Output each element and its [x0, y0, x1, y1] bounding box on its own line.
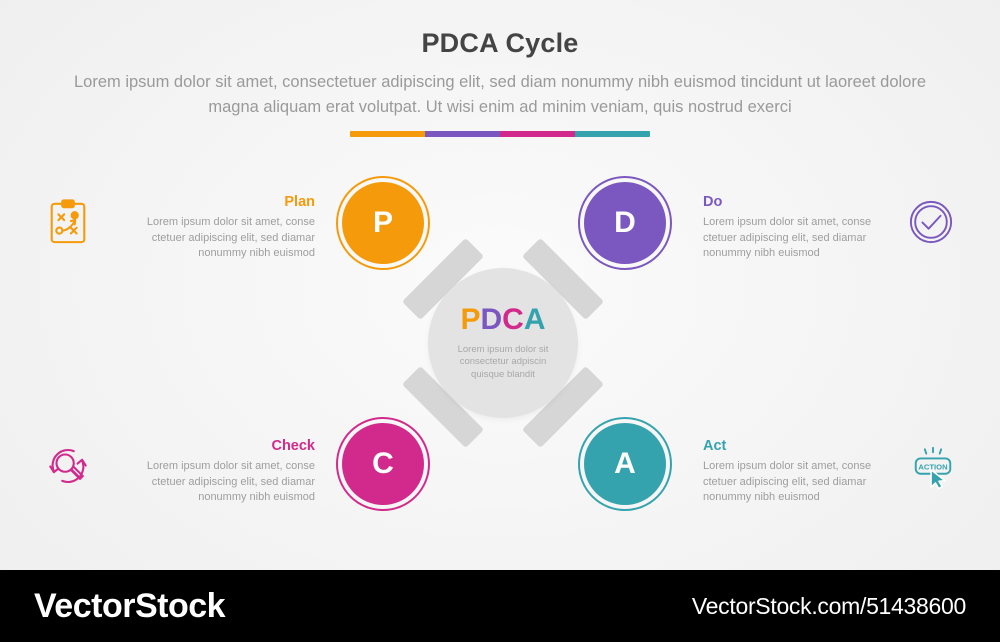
- text-block-act: Act Lorem ipsum dolor sit amet, conse ct…: [703, 438, 903, 506]
- node-plan-disc: [342, 182, 424, 264]
- divider-segment-2: [425, 131, 500, 137]
- node-act-disc: [584, 423, 666, 505]
- text-block-do: Do Lorem ipsum dolor sit amet, conse cte…: [703, 194, 903, 262]
- node-check-ring: [336, 417, 430, 511]
- node-check-disc: [342, 423, 424, 505]
- center-letter-d: D: [480, 302, 503, 336]
- color-divider-bar: [350, 131, 650, 137]
- node-plan-ring: [336, 176, 430, 270]
- heading-act: Act: [703, 438, 727, 454]
- center-letter-p: P: [460, 302, 481, 336]
- heading-check: Check: [271, 438, 315, 454]
- center-acronym: PDCA: [460, 302, 546, 336]
- center-circle: PDCA Lorem ipsum dolor sit consectetur a…: [428, 268, 578, 418]
- page-title: PDCA Cycle: [421, 28, 579, 58]
- divider-segment-3: [500, 131, 575, 137]
- text-block-plan: Plan Lorem ipsum dolor sit amet, conse c…: [115, 194, 315, 262]
- magnifier-refresh-icon: [45, 443, 91, 489]
- body-act: Lorem ipsum dolor sit amet, conse ctetue…: [703, 460, 872, 503]
- vectorstock-url: VectorStock.com/51438600: [691, 592, 966, 619]
- body-do: Lorem ipsum dolor sit amet, conse ctetue…: [703, 216, 872, 259]
- body-plan: Lorem ipsum dolor sit amet, conse ctetue…: [146, 216, 315, 259]
- node-act-letter: A: [614, 447, 636, 480]
- page-subtitle: Lorem ipsum dolor sit amet, consectetuer…: [73, 73, 927, 116]
- action-button-label: ACTION: [918, 462, 948, 471]
- divider-segment-4: [575, 131, 650, 137]
- node-check-letter: C: [372, 447, 394, 480]
- center-letter-c: C: [502, 302, 524, 336]
- heading-do: Do: [703, 194, 723, 210]
- center-letter-a: A: [523, 302, 546, 336]
- action-button-cursor-icon: ACTION: [910, 445, 956, 491]
- check-circle-icon: [908, 199, 954, 245]
- node-do-letter: D: [614, 206, 636, 239]
- node-act[interactable]: A: [578, 417, 672, 511]
- node-check[interactable]: C: [336, 417, 430, 511]
- center-description: Lorem ipsum dolor sit consectetur adpisc…: [457, 343, 549, 380]
- clipboard-strategy-icon: [45, 199, 91, 245]
- divider-segment-1: [350, 131, 425, 137]
- node-act-ring: [578, 417, 672, 511]
- text-block-check: Check Lorem ipsum dolor sit amet, conse …: [115, 438, 315, 506]
- watermark-footer: VectorStock VectorStock.com/51438600: [0, 570, 1000, 642]
- vectorstock-brand: VectorStock: [34, 586, 226, 625]
- node-do-disc: [584, 182, 666, 264]
- body-check: Lorem ipsum dolor sit amet, conse ctetue…: [146, 460, 315, 503]
- heading-plan: Plan: [284, 194, 315, 210]
- node-plan[interactable]: P: [336, 176, 430, 270]
- node-plan-letter: P: [372, 206, 393, 239]
- node-do-ring: [578, 176, 672, 270]
- node-do[interactable]: D: [578, 176, 672, 270]
